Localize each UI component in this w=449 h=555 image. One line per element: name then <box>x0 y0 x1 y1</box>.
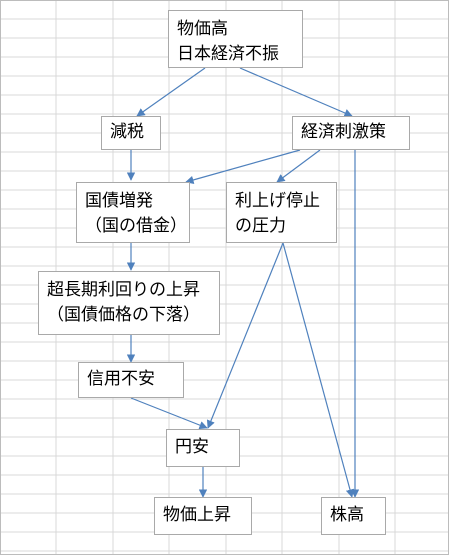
node-rate-hike-pause-pressure: 利上げ停止 の圧力 <box>226 182 337 243</box>
node-line: 日本経済不振 <box>177 44 279 64</box>
node-line: 信用不安 <box>87 369 155 389</box>
node-line: 超長期利回りの上昇 <box>47 280 200 300</box>
node-price-surge-economic-slump: 物価高 日本経済不振 <box>168 10 303 68</box>
node-line: 利上げ停止 <box>235 191 320 211</box>
node-bond-issuance: 国債増発 （国の借金） <box>76 182 190 243</box>
node-line: （国債価格の下落） <box>47 305 200 325</box>
node-credit-anxiety: 信用不安 <box>78 362 184 398</box>
node-line: 円安 <box>175 437 209 457</box>
node-line: 物価高 <box>177 19 228 39</box>
node-line: の圧力 <box>235 216 286 236</box>
node-price-rise: 物価上昇 <box>154 497 252 535</box>
node-line: 国債増発 <box>85 191 153 211</box>
node-line: 減税 <box>110 122 144 142</box>
node-long-term-yield-rise: 超長期利回りの上昇 （国債価格の下落） <box>38 271 220 335</box>
node-line: （国の借金） <box>85 216 187 236</box>
node-line: 物価上昇 <box>163 505 231 525</box>
node-line: 経済刺激策 <box>301 122 386 142</box>
node-weak-yen: 円安 <box>166 429 240 467</box>
node-tax-cut: 減税 <box>101 116 161 150</box>
node-line: 株高 <box>330 505 364 525</box>
node-economic-stimulus: 経済刺激策 <box>292 116 410 150</box>
node-stock-rise: 株高 <box>321 497 386 535</box>
